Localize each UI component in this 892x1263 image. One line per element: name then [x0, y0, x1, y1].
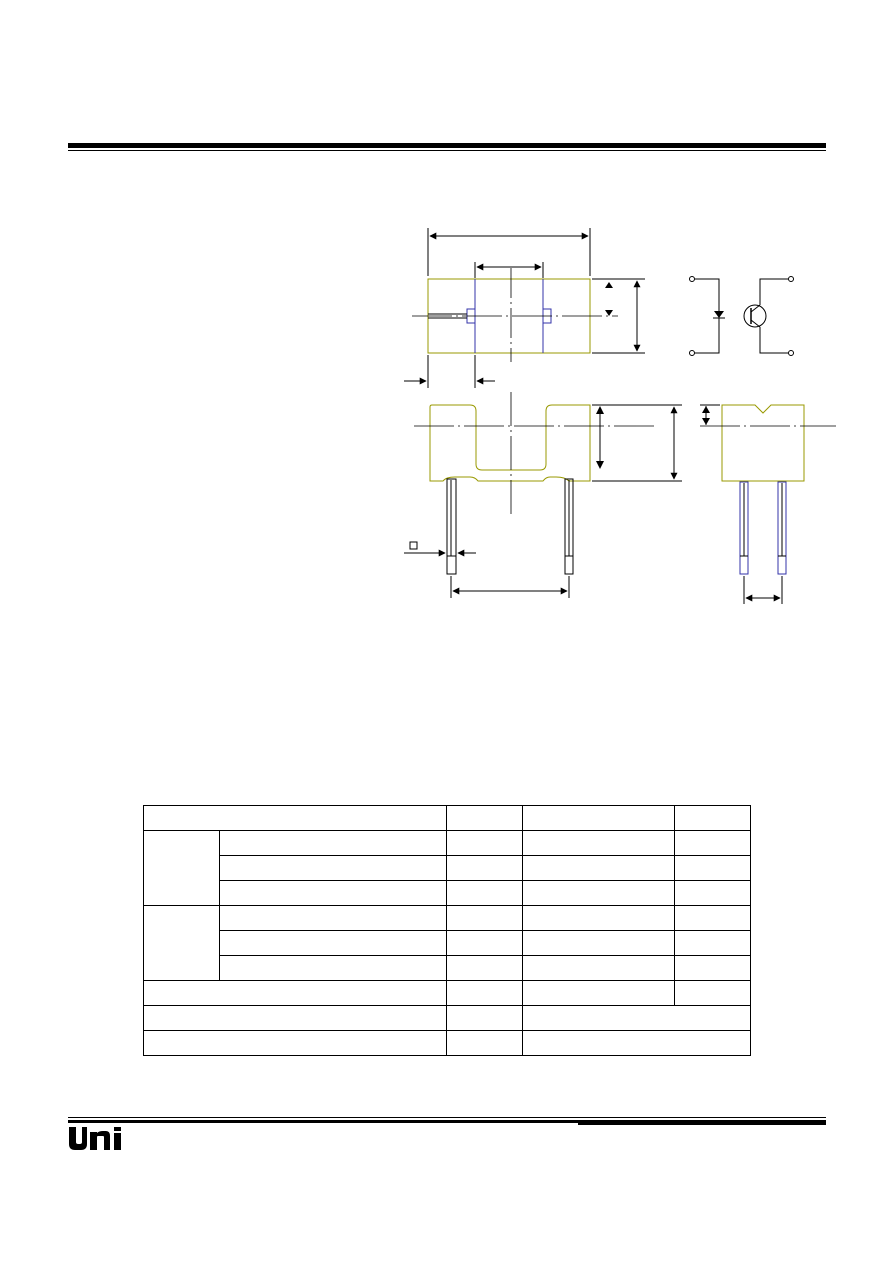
square-symbol-icon [409, 541, 418, 550]
ratings-table [143, 805, 751, 1056]
table-row [144, 955, 751, 981]
schematic-symbol [689, 276, 794, 356]
table-cell [522, 830, 675, 856]
table-row [144, 880, 751, 906]
header-rule-thick [68, 143, 826, 148]
table-cell [674, 980, 751, 1006]
side-view [700, 404, 836, 604]
table-cell [446, 1030, 523, 1056]
table-cell [446, 905, 523, 931]
table-cell [674, 855, 751, 881]
table-cell [522, 955, 675, 981]
table-cell [446, 980, 523, 1006]
front-view [404, 392, 682, 598]
table-cell [522, 905, 675, 931]
table-cell [219, 880, 447, 906]
table-cell [143, 980, 447, 1006]
phototransistor-circle [743, 304, 767, 328]
table-cell [143, 1005, 447, 1031]
footer-rule-right [578, 1123, 826, 1125]
group-cell-input [143, 830, 220, 906]
table-cell [219, 905, 447, 931]
table-cell [522, 880, 675, 906]
table-row [143, 905, 751, 981]
footer-rule-thin [68, 1117, 826, 1118]
table-row [143, 1005, 751, 1031]
table-cell [522, 980, 675, 1006]
table-cell [522, 930, 675, 956]
package-outline-drawing [404, 228, 836, 604]
table-cell [674, 880, 751, 906]
table-row [143, 830, 751, 906]
table-cell [446, 1005, 523, 1031]
front-view-body [429, 404, 591, 482]
table-header-row [143, 805, 751, 831]
table-row [144, 930, 751, 956]
table-cell [219, 855, 447, 881]
table-cell [446, 805, 523, 831]
table-cell [446, 930, 523, 956]
table-cell [446, 955, 523, 981]
table-cell [674, 830, 751, 856]
header-rule-thin [68, 150, 826, 151]
table-cell [219, 930, 447, 956]
table-cell [446, 830, 523, 856]
side-lead-left [739, 481, 749, 575]
table-cell [522, 855, 675, 881]
lead-left [446, 478, 457, 575]
table-cell [522, 1030, 751, 1056]
table-cell [446, 855, 523, 881]
top-view [404, 228, 645, 388]
footer-rule-thick [68, 1120, 826, 1123]
table-cell [143, 805, 447, 831]
side-view-body [721, 404, 805, 482]
table-row [143, 980, 751, 1006]
table-cell [674, 955, 751, 981]
table-cell [522, 1005, 751, 1031]
table-cell [674, 805, 751, 831]
table-cell [674, 930, 751, 956]
table-row [144, 855, 751, 881]
table-cell [446, 880, 523, 906]
group-cell-output [143, 905, 220, 981]
table-cell [522, 805, 675, 831]
side-lead-right [777, 481, 787, 575]
uni-logo-icon [69, 1127, 121, 1150]
table-cell [219, 830, 447, 856]
lead-right [564, 478, 574, 575]
table-row [143, 1030, 751, 1056]
table-cell [219, 955, 447, 981]
table-cell [674, 905, 751, 931]
table-cell [143, 1030, 447, 1056]
